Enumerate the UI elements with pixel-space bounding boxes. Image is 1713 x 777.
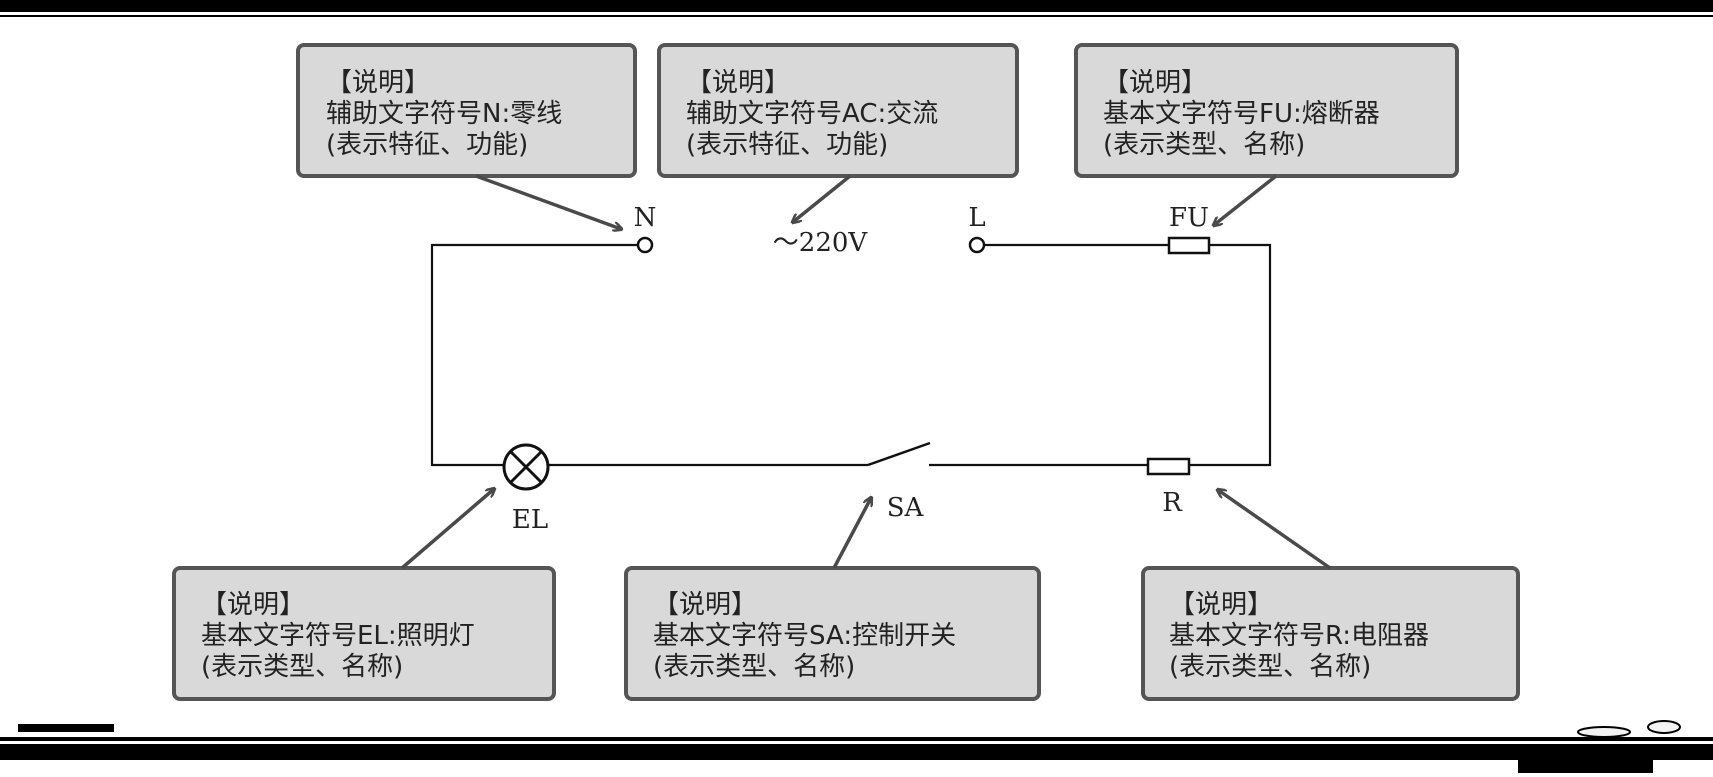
callout-arrow-r	[1218, 490, 1332, 570]
note-n-line1: 辅助文字符号N:零线	[326, 99, 562, 129]
note-sa-line1: 基本文字符号SA:控制开关	[653, 621, 956, 651]
note-r-line1: 基本文字符号R:电阻器	[1169, 621, 1429, 651]
switch-label: SA	[887, 493, 925, 523]
wire-n-to-lamp	[430, 243, 638, 467]
note-ac-title: 【说明】	[686, 68, 790, 98]
bottom-frame-bar	[0, 744, 1713, 760]
wire-resistor-to-fuse	[1189, 243, 1272, 467]
note-r-line2: (表示类型、名称)	[1169, 652, 1371, 682]
note-el-line2: (表示类型、名称)	[201, 652, 403, 682]
note-sa-line2: (表示类型、名称)	[653, 652, 855, 682]
bottom-left-mark	[18, 724, 114, 732]
note-fu-line1: 基本文字符号FU:熔断器	[1103, 99, 1380, 129]
note-el: 【说明】 基本文字符号EL:照明灯 (表示类型、名称)	[172, 566, 556, 701]
terminal-l-label: L	[968, 203, 985, 233]
callout-arrow-fu	[1214, 174, 1278, 225]
note-n-box	[296, 43, 637, 178]
switch-blade	[867, 441, 931, 467]
note-el-box	[172, 566, 556, 701]
note-el-line1: 基本文字符号EL:照明灯	[201, 621, 475, 651]
corner-scribble-b	[1647, 720, 1681, 734]
top-frame-line	[0, 15, 1713, 17]
resistor-symbol	[1146, 457, 1191, 476]
terminal-l-symbol	[968, 236, 986, 254]
note-n-line2: (表示特征、功能)	[326, 130, 528, 160]
note-ac-line2: (表示特征、功能)	[686, 130, 888, 160]
bottom-right-block	[1518, 760, 1653, 773]
lamp-label: EL	[512, 505, 548, 535]
fuse-label: FU	[1169, 203, 1209, 233]
fuse-symbol	[1167, 236, 1211, 255]
note-n-title: 【说明】	[326, 68, 430, 98]
lamp-symbol	[502, 443, 550, 491]
note-el-title: 【说明】	[201, 590, 305, 620]
note-fu: 【说明】 基本文字符号FU:熔断器 (表示类型、名称)	[1074, 43, 1459, 178]
note-sa-box	[624, 566, 1041, 701]
note-r-title: 【说明】	[1169, 590, 1273, 620]
top-frame-bar	[0, 0, 1713, 12]
note-r: 【说明】 基本文字符号R:电阻器 (表示类型、名称)	[1141, 566, 1520, 701]
resistor-label: R	[1162, 488, 1183, 518]
callout-arrow-el	[400, 489, 494, 570]
note-ac-box	[657, 43, 1019, 178]
note-ac-line1: 辅助文字符号AC:交流	[686, 99, 938, 129]
corner-scribble-a	[1577, 726, 1631, 738]
terminal-n-symbol	[636, 236, 654, 254]
note-ac: 【说明】 辅助文字符号AC:交流 (表示特征、功能)	[657, 43, 1019, 178]
note-r-box	[1141, 566, 1520, 701]
callout-arrow-n	[475, 174, 621, 229]
bottom-frame-line	[0, 737, 1713, 741]
voltage-label: ～220V	[773, 228, 869, 258]
terminal-n-label: N	[634, 203, 657, 233]
note-sa-title: 【说明】	[653, 590, 757, 620]
callout-arrow-ac	[793, 174, 852, 222]
note-fu-line2: (表示类型、名称)	[1103, 130, 1305, 160]
note-fu-title: 【说明】	[1103, 68, 1207, 98]
callout-arrow-sa	[832, 498, 871, 569]
note-fu-box	[1074, 43, 1459, 178]
note-n: 【说明】 辅助文字符号N:零线 (表示特征、功能)	[296, 43, 637, 178]
note-sa: 【说明】 基本文字符号SA:控制开关 (表示类型、名称)	[624, 566, 1041, 701]
